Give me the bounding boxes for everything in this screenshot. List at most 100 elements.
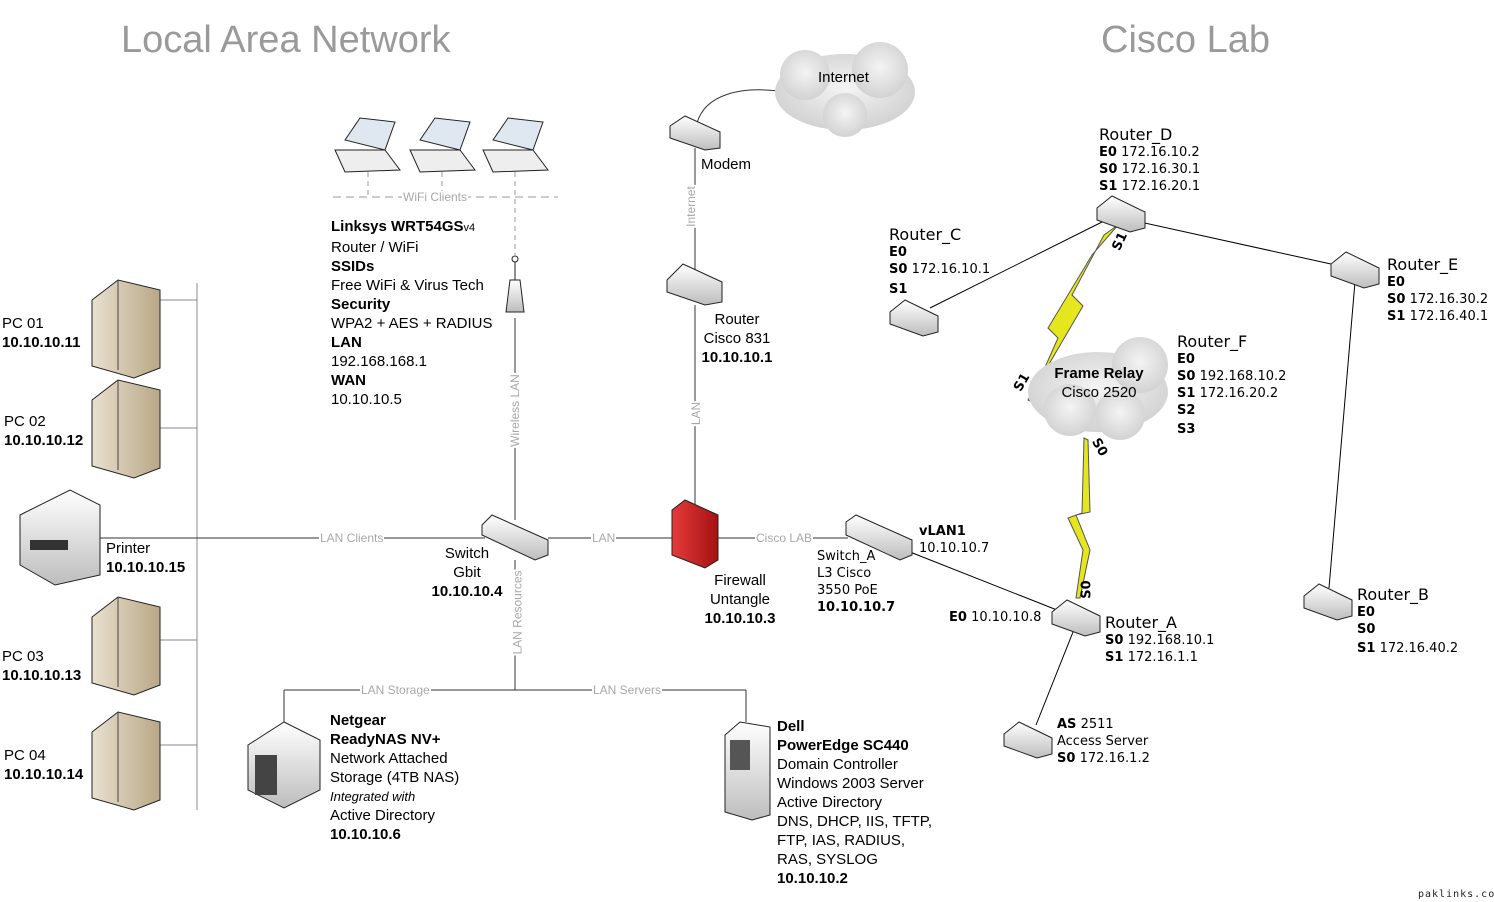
iface-name: S0 <box>1105 633 1124 648</box>
router-c-name: Router_C <box>889 225 962 244</box>
iface-ip: 10.10.10.8 <box>971 610 1042 625</box>
server-label: Dell PowerEdge SC440 Domain Controller W… <box>777 717 932 888</box>
access-server-label: AS 2511 Access Server S0 172.16.1.2 <box>1057 716 1150 767</box>
internet-cloud-icon <box>775 42 915 137</box>
router-ip: 10.10.10.1 <box>701 349 773 366</box>
firewall-name: Firewall <box>714 572 766 589</box>
pc-name: PC 01 <box>2 315 44 332</box>
internet-cloud-label: Internet <box>818 69 869 86</box>
serial-label-router-a-s0: S0 <box>1079 580 1095 599</box>
link-label-internet: Internet <box>683 185 698 228</box>
link-label-wireless-lan: Wireless LAN <box>507 373 522 448</box>
frame-relay-name: Frame Relay <box>1054 365 1144 382</box>
frame-relay-model: Cisco 2520 <box>1061 384 1137 401</box>
server-model: PowerEdge SC440 <box>777 737 909 754</box>
iface-name: E0 <box>1357 605 1375 620</box>
firewall-ip: 10.10.10.3 <box>704 610 776 627</box>
nas-label: Netgear ReadyNAS NV+ Network Attached St… <box>330 711 459 844</box>
iface-name: S1 <box>1387 309 1406 324</box>
security-value: WPA2 + AES + RADIUS <box>331 315 493 332</box>
router-b-name: Router_B <box>1357 585 1429 604</box>
iface-name: S2 <box>1177 403 1196 418</box>
wifi-router-label: Linksys WRT54GSv4 Router / WiFi SSIDs Fr… <box>331 217 492 409</box>
modem-label: Modem <box>701 156 752 173</box>
pc-name: PC 04 <box>4 747 46 764</box>
server-ip: 10.10.10.2 <box>777 870 848 887</box>
router-f-label: Router_F E0 S0 192.168.10.2 S1 172.16.20… <box>1177 333 1286 438</box>
switch-gbit-icon <box>481 514 549 561</box>
printer-name: Printer <box>106 540 151 557</box>
serial-link-fr-a <box>1067 437 1091 599</box>
modem-internet-line <box>696 89 786 124</box>
router-c-icon <box>889 299 939 337</box>
routere-routerb-line <box>1328 269 1357 589</box>
wan-ip: 10.10.10.5 <box>331 391 402 408</box>
iface-ip: 192.168.10.2 <box>1199 369 1287 384</box>
nas-desc: Active Directory <box>330 807 436 824</box>
pc-03-label: PC 03 10.10.10.13 <box>2 647 81 685</box>
wan-label: WAN <box>331 372 366 389</box>
lan-ip: 192.168.168.1 <box>331 353 427 370</box>
serial-link-d-fr <box>1027 224 1119 402</box>
vlan-label: vLAN1 <box>919 524 966 539</box>
router-831-label: Router Cisco 831 10.10.10.1 <box>699 310 775 367</box>
iface-name: S0 <box>1099 162 1118 177</box>
iface-ip: 172.16.20.1 <box>1121 179 1201 194</box>
router-e-icon <box>1330 251 1380 289</box>
modem-icon <box>669 115 721 151</box>
laptop-icon-3 <box>482 117 549 173</box>
iface-name: S0 <box>1057 751 1076 766</box>
access-server-icon <box>1003 721 1053 759</box>
server-role: Active Directory <box>777 794 883 811</box>
pc-ip: 10.10.10.11 <box>2 334 81 351</box>
laptop-icon-2 <box>409 117 476 173</box>
switch-gbit-label: Switch Gbit 10.10.10.4 <box>428 544 506 601</box>
nas-icon <box>247 721 321 809</box>
iface-ip: 172.16.40.2 <box>1379 641 1459 656</box>
switch-a-label: Switch_A L3 Cisco 3550 PoE 10.10.10.7 <box>817 548 895 616</box>
iface-name: S1 <box>1105 650 1124 665</box>
router-a-label: Router_A S0 192.168.10.1 S1 172.16.1.1 <box>1105 614 1214 666</box>
switch-a-icon <box>845 514 913 561</box>
iface-name: E0 <box>1177 352 1195 367</box>
pc-03-icon <box>91 596 161 696</box>
vlan-ip: 10.10.10.7 <box>919 541 990 556</box>
iface-name: E0 <box>949 610 967 625</box>
routerc-routerd-line <box>929 221 1103 309</box>
router-d-icon <box>1096 195 1146 233</box>
ssids-label: SSIDs <box>331 258 375 275</box>
iface-name: S1 <box>1099 179 1118 194</box>
printer-icon <box>19 489 101 586</box>
switch-a-vlan-label: vLAN1 10.10.10.7 <box>919 523 989 557</box>
as-model: 2511 <box>1080 717 1114 732</box>
link-label-lan-vertical: LAN <box>689 400 704 427</box>
iface-name: E0 <box>889 245 907 260</box>
frame-relay-cloud-icon <box>1028 337 1168 440</box>
iface-name: S0 <box>1177 369 1196 384</box>
pc-01-icon <box>91 279 161 379</box>
router-b-icon <box>1303 583 1353 621</box>
router-c-label: Router_C E0 S0 172.16.10.1 S1 <box>889 226 990 298</box>
router-model: Cisco 831 <box>703 330 771 347</box>
iface-name: E0 <box>1099 145 1117 160</box>
iface-ip: 172.16.20.2 <box>1199 386 1279 401</box>
server-role: FTP, IAS, RADIUS, <box>777 832 906 849</box>
iface-ip: 192.168.10.1 <box>1127 633 1215 648</box>
router-f-name: Router_F <box>1177 332 1248 351</box>
printer-label: Printer 10.10.10.15 <box>106 539 185 577</box>
lan-title: Local Area Network <box>121 19 451 61</box>
iface-ip: 172.16.40.1 <box>1409 309 1489 324</box>
nas-ip: 10.10.10.6 <box>330 826 401 843</box>
link-label-lan-resources: LAN Resources <box>510 569 525 656</box>
iface-ip: 172.16.30.2 <box>1409 292 1489 307</box>
router-e-name: Router_E <box>1387 255 1459 274</box>
iface-ip: 172.16.10.2 <box>1121 145 1200 160</box>
pc-04-icon <box>91 711 161 811</box>
watermark: paklinks.com <box>1418 889 1494 900</box>
firewall-label: Firewall Untangle 10.10.10.3 <box>700 571 780 628</box>
firewall-model: Untangle <box>709 591 771 608</box>
security-label: Security <box>331 296 391 313</box>
switch-a-ip: 10.10.10.7 <box>817 600 896 615</box>
pc-ip: 10.10.10.13 <box>2 667 82 684</box>
